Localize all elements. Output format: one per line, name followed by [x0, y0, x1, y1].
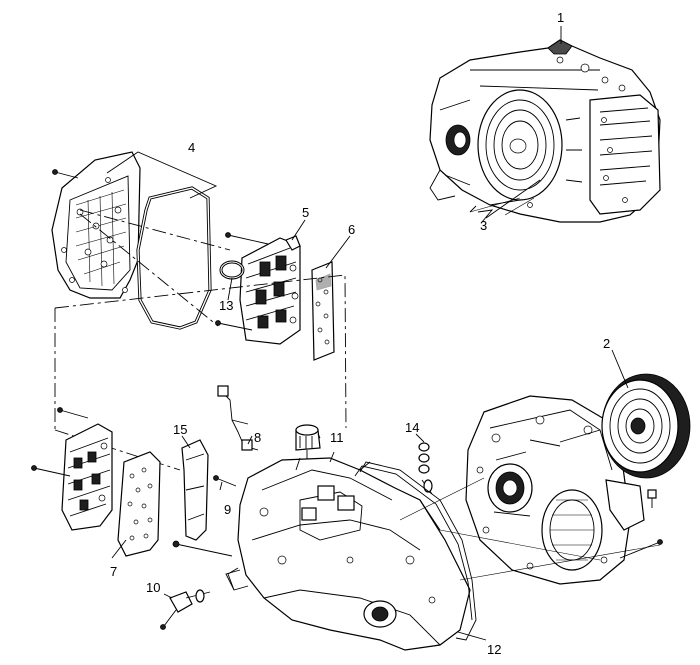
valve-body-bolt-upper: [227, 234, 269, 245]
valve-body-plate: [117, 451, 161, 557]
alignment-line-right-2: [459, 544, 661, 581]
speed-sensor: [160, 589, 211, 630]
callout-8: 8: [254, 430, 261, 445]
valve-body-bolt-lower: [217, 322, 253, 331]
torque-converter: [559, 373, 691, 479]
callout-labels: 1 2 3 4 5 6 7 8 9 10 11 12 13 14 15: [110, 10, 610, 657]
assembled-transmission: [429, 39, 661, 223]
callout-14: 14: [405, 420, 419, 435]
callout-4: 4: [188, 140, 195, 155]
alignment-line-right-3: [399, 477, 485, 521]
lower-body-bolt-upper: [59, 409, 89, 419]
callout-1: 1: [557, 10, 564, 25]
lower-valve-body: [61, 423, 113, 531]
pipe-14: [418, 442, 433, 495]
cover-gasket: [136, 186, 212, 330]
callout-4-bracket: [106, 151, 218, 199]
bracket-shaft: [175, 543, 233, 557]
callout-9: 9: [224, 502, 231, 517]
callout-11: 11: [330, 430, 344, 445]
control-solenoid-valve-body: [239, 235, 301, 345]
separator-plate: [311, 261, 335, 361]
housing-bolt: [619, 541, 661, 559]
callout-13: 13: [219, 298, 233, 313]
alignment-line-right-1: [439, 529, 601, 561]
callout-2: 2: [603, 336, 610, 351]
transmission-case: [225, 451, 471, 651]
lower-body-bolt-lower: [33, 467, 71, 477]
seal-ring: [219, 260, 245, 280]
callout-6: 6: [348, 222, 355, 237]
callout-5: 5: [302, 205, 309, 220]
callout-10: 10: [146, 580, 160, 595]
leader-lines: [111, 26, 629, 641]
transmission-housing: [465, 395, 645, 585]
case-gasket: [354, 461, 477, 641]
callout-3: 3: [480, 218, 487, 233]
callout-7: 7: [110, 564, 117, 579]
valve-body-cover: [51, 151, 141, 299]
callout-12: 12: [487, 642, 501, 657]
callout-15: 15: [173, 422, 187, 437]
bolt-9: [215, 477, 237, 487]
bracket-15: [181, 439, 209, 541]
filter-cap: [295, 424, 321, 462]
wiring-harness: [217, 385, 259, 451]
